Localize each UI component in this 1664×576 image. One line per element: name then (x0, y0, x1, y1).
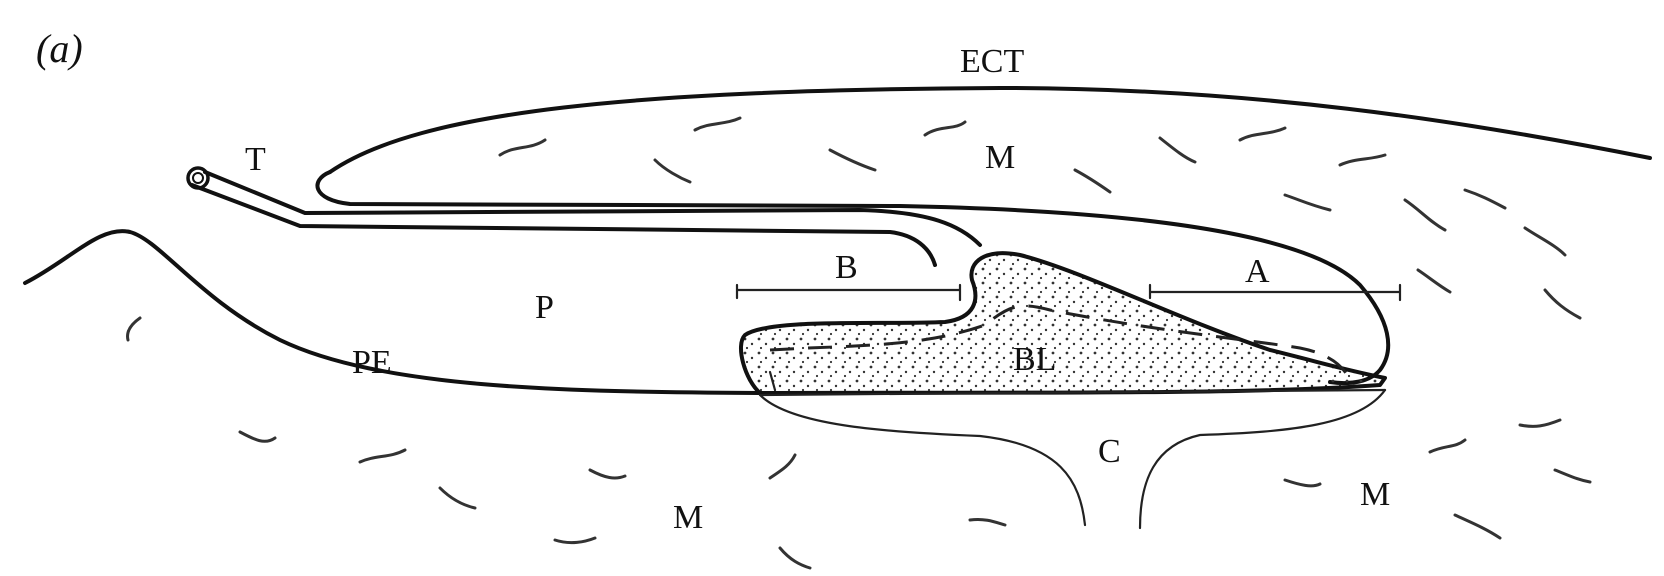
tube-tip-circle (188, 168, 208, 188)
label-t: T (245, 141, 266, 178)
label-m-bottom-right: M (1360, 476, 1390, 513)
pe-outline (25, 231, 760, 393)
panel-label: (a) (36, 26, 83, 71)
tube-outline-lower (192, 185, 935, 265)
label-pe: PE (352, 344, 392, 381)
tube-tip-inner (193, 173, 203, 183)
label-p: P (535, 289, 554, 326)
label-m-bottom-left: M (673, 499, 703, 536)
c-outline-left (760, 395, 1085, 525)
tube-outline (205, 172, 980, 245)
label-a: A (1245, 253, 1270, 290)
label-ect: ECT (960, 43, 1024, 80)
label-c: C (1098, 433, 1121, 470)
bracket-b (737, 285, 960, 300)
label-b: B (835, 249, 858, 286)
label-m-top: M (985, 139, 1015, 176)
label-bl: BL (1013, 341, 1056, 378)
c-outline-right (1140, 390, 1385, 528)
